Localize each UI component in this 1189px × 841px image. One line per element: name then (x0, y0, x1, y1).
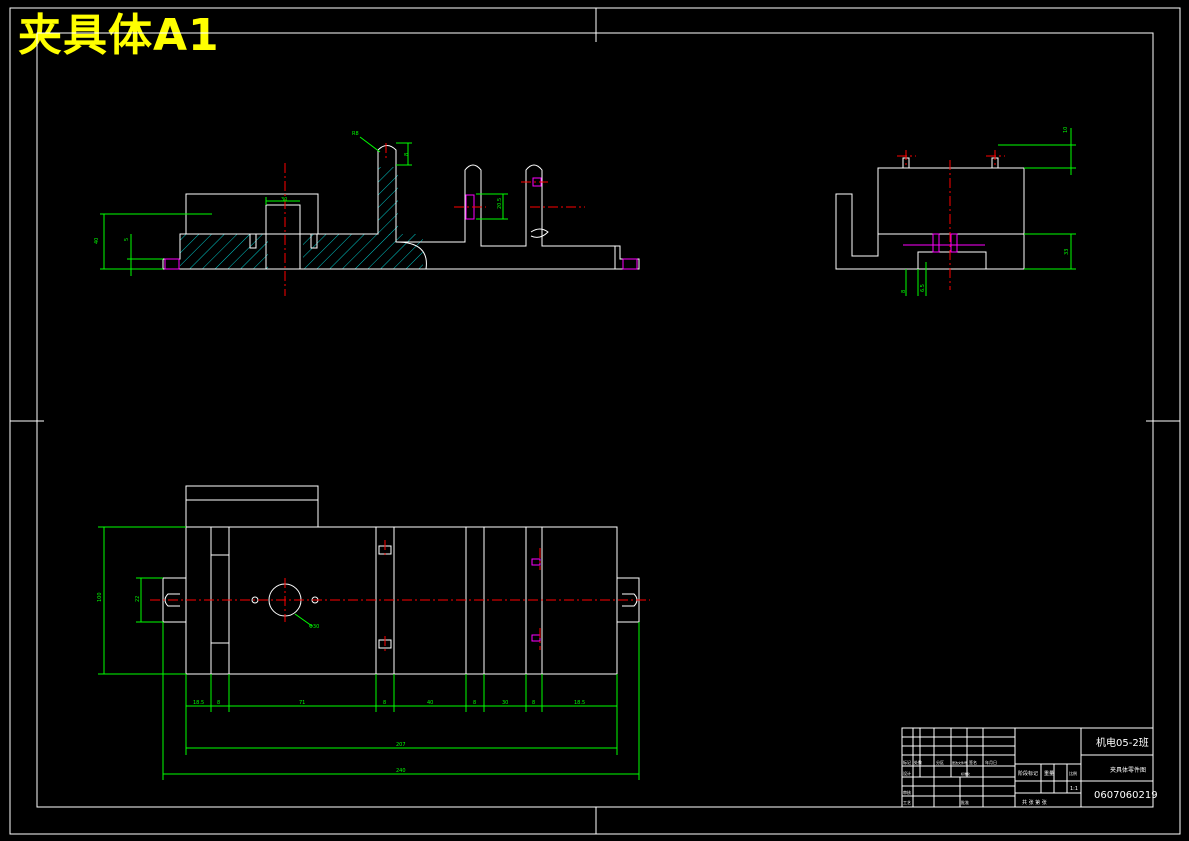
title-block-label-weight: 重量 (1044, 770, 1054, 777)
dim-plan-3: 71 (299, 700, 305, 706)
dim-side-right: 33 (1064, 249, 1070, 255)
title-block-label-change-doc: 更改文件号 (952, 760, 967, 765)
title-block-label-sign: 签名 (969, 759, 977, 765)
dim-plan-5: 40 (427, 700, 433, 706)
title-block: 机电05-2班 夹具体零件图 0607060219 1:1 阶段标记 重量 比例… (901, 727, 1158, 808)
drawing-overlay-title: 夹具体A1 (18, 10, 220, 61)
title-block-label-date: 年月日 (985, 759, 997, 765)
title-block-label-approve: 批准 (961, 799, 969, 805)
dim-plan-7: 30 (502, 700, 508, 706)
dim-plan-6: 8 (473, 700, 476, 706)
title-block-label-standard: 标准化 (961, 771, 970, 776)
title-block-label-design: 设计 (903, 770, 911, 776)
dim-side-top: 10 (1063, 127, 1069, 133)
dim-plan-hole: Φ30 (309, 624, 319, 630)
drawing-frame (9, 7, 1181, 835)
side-view: 10 33 8 6.5 (835, 127, 1076, 296)
dim-plan-height: 100 (97, 592, 103, 602)
dim-plan-slot: 22 (135, 596, 141, 602)
dim-plan-2: 8 (217, 700, 220, 706)
dim-side-bottom-left: 8 (901, 290, 907, 293)
title-block-part-name: 夹具体零件图 (1110, 766, 1146, 774)
title-block-drawing-no: 机电05-2班 (1096, 736, 1149, 749)
title-block-label-count: 处数 (914, 759, 922, 765)
dim-front-ear: 8 (404, 153, 410, 156)
title-block-label-sheets: 共 张 第 张 (1022, 799, 1047, 806)
title-block-student-no: 0607060219 (1094, 790, 1158, 801)
title-block-label-process: 工艺 (903, 800, 911, 805)
plan-view: 100 22 Φ30 18.5 8 71 8 40 8 30 8 18.5 20… (97, 485, 650, 780)
dim-side-bottom-mid: 6.5 (920, 284, 926, 292)
title-block-label-zone: 分区 (936, 759, 944, 765)
dim-front-height: 40 (94, 238, 100, 244)
dim-plan-1: 18.5 (193, 700, 204, 706)
title-block-label-scale: 比例 (1069, 770, 1077, 776)
dim-front-radius: R8 (352, 131, 359, 137)
dim-plan-8: 8 (532, 700, 535, 706)
front-section-view: 40 5 30 R8 8 20.5 (94, 131, 640, 296)
dim-plan-9: 18.5 (574, 700, 585, 706)
title-block-label-mark: 标记 (903, 759, 911, 765)
title-block-scale: 1:1 (1070, 786, 1078, 792)
dim-front-slot: 30 (281, 197, 287, 203)
dim-plan-4: 8 (383, 700, 386, 706)
title-block-label-stage: 阶段标记 (1018, 770, 1038, 777)
dim-plan-total-outer: 240 (396, 768, 406, 774)
dim-front-slot-height: 20.5 (497, 198, 503, 209)
dim-plan-total-inner: 207 (396, 742, 406, 748)
title-block-label-review: 审核 (903, 789, 911, 795)
dim-front-step: 5 (124, 238, 130, 241)
